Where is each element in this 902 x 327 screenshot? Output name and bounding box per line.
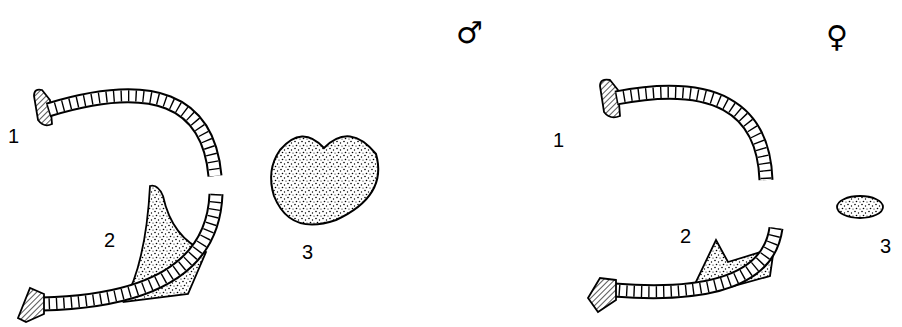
callout-number: 1: [553, 130, 564, 150]
sex-symbol: ♀: [826, 22, 848, 52]
male-hyoid: [18, 90, 378, 322]
callout-number: 2: [680, 226, 691, 246]
callout-number: 3: [880, 236, 891, 256]
sex-symbol: ♂: [456, 18, 483, 48]
callout-number: 3: [302, 242, 313, 262]
callout-number: 2: [104, 230, 115, 250]
callout-number: 1: [8, 126, 19, 146]
female-hyoid: [588, 80, 883, 312]
